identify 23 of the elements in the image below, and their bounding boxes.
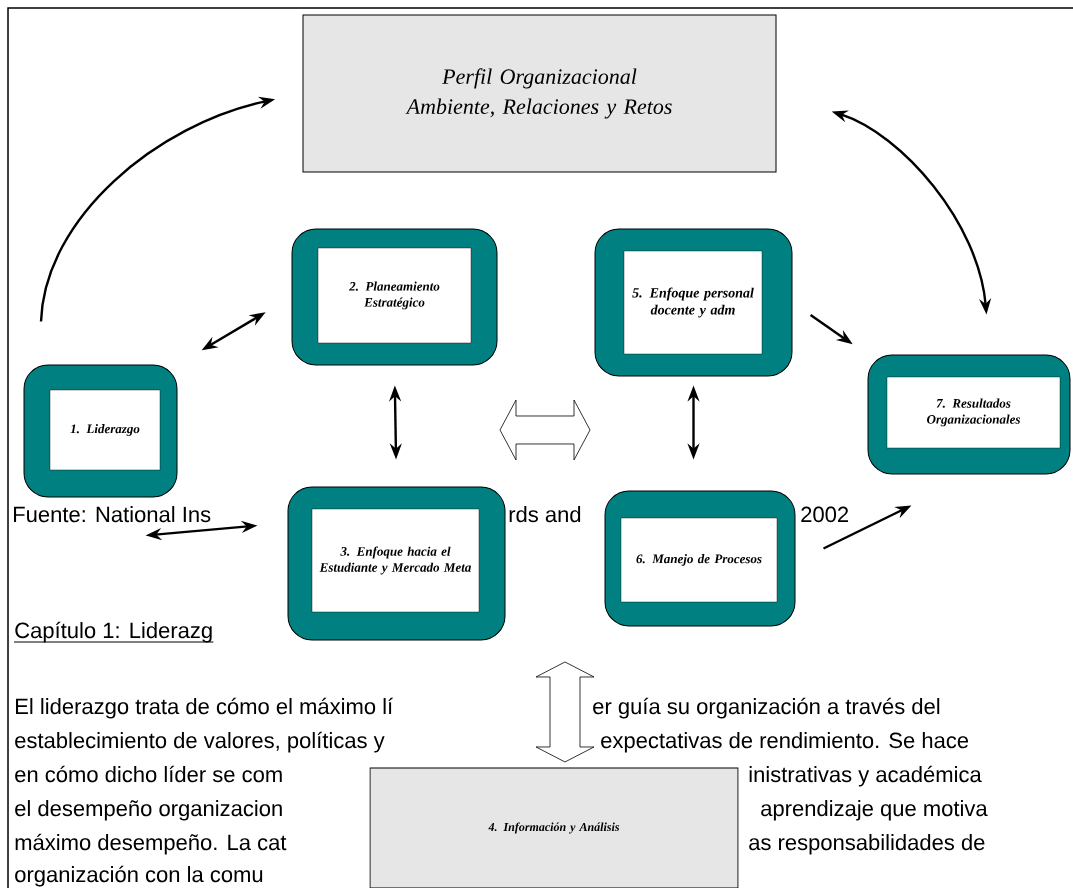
body-text: máximo desempeño. La cat bbox=[15, 833, 287, 855]
process-box: 7. Resultados Organizacionales bbox=[867, 354, 1071, 475]
process-box: 6. Manejo de Procesos bbox=[604, 490, 796, 627]
block-arrow bbox=[499, 399, 591, 461]
process-box: 3. Enfoque hacia el Estudiante y Mercado Meta bbox=[287, 486, 506, 641]
info-box: Perfil Organizacional Ambiente, Relaciones y Retos bbox=[302, 14, 777, 173]
body-text: aprendizaje que motiva bbox=[761, 800, 988, 821]
body-text: Fuente: National Ins bbox=[14, 506, 211, 523]
chapter-heading: Capítulo 1: Liderazg bbox=[13, 621, 214, 643]
body-text: el desempeño organizacion bbox=[15, 800, 282, 821]
process-box: 1. Liderazgo bbox=[23, 364, 178, 498]
process-box: 5. Enfoque personal docente y adm bbox=[594, 228, 793, 377]
body-text: rds and bbox=[509, 506, 581, 523]
body-text: organización con la comu bbox=[15, 865, 263, 887]
info-box: 4. Información y Análisis bbox=[369, 767, 739, 888]
process-box: 2. Planeamiento Estratégico bbox=[291, 228, 498, 366]
body-text: en cómo dicho líder se com bbox=[15, 765, 282, 783]
block-arrow bbox=[535, 661, 595, 763]
body-text: establecimiento de valores, políticas y bbox=[15, 731, 385, 753]
body-text: er guía su organización a través del bbox=[593, 697, 940, 719]
body-text: expectativas de rendimiento. Se hace bbox=[601, 732, 969, 753]
body-text: 2002 bbox=[801, 506, 849, 523]
body-text: El liderazgo trata de cómo el máximo lí bbox=[16, 697, 394, 719]
